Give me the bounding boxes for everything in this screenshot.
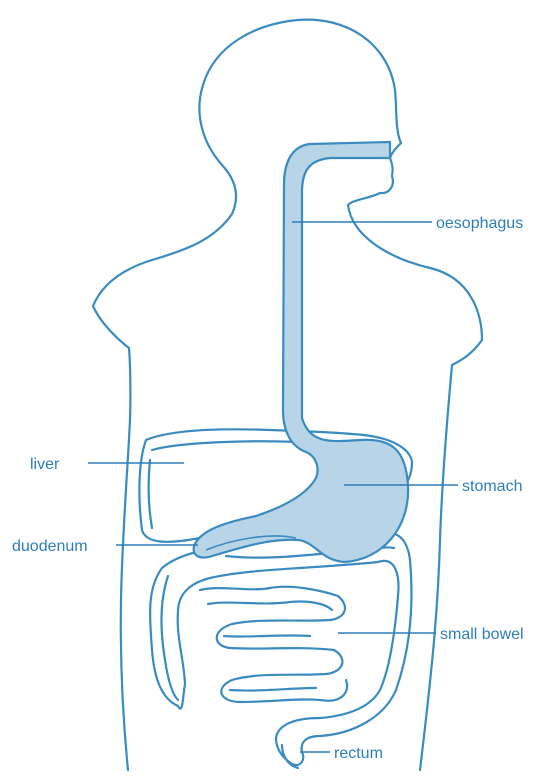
duodenum-label: duodenum <box>12 538 88 555</box>
oesophagus-stomach <box>194 142 408 562</box>
rectum-label: rectum <box>334 745 383 762</box>
small-bowel <box>200 587 347 702</box>
liver-label: liver <box>30 456 60 473</box>
oesophagus-label: oesophagus <box>436 215 523 232</box>
small-bowel-label: small bowel <box>440 626 524 643</box>
stomach-label: stomach <box>462 478 522 495</box>
